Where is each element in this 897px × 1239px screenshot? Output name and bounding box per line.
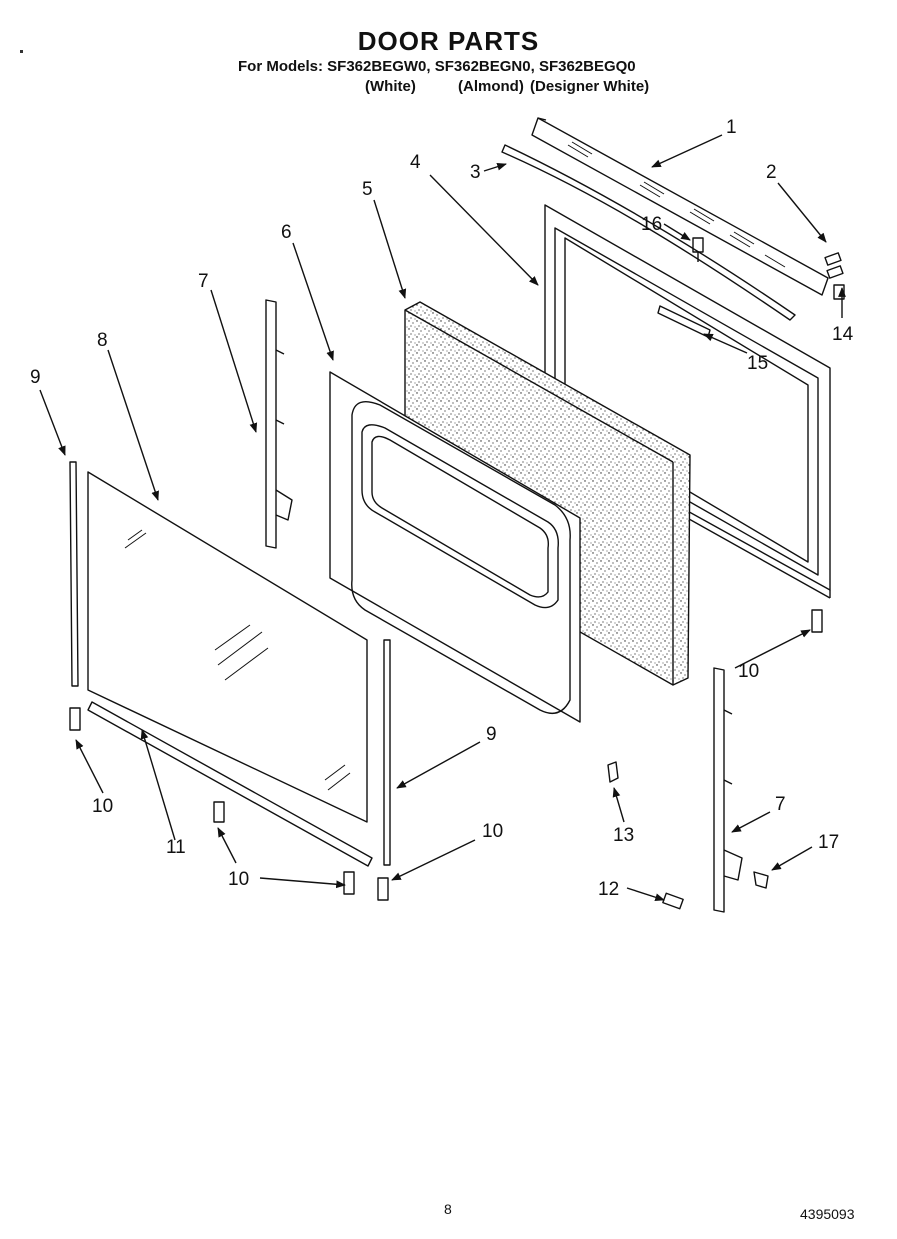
color-white: (White) bbox=[365, 78, 416, 95]
model-white: SF362BEGW0, bbox=[327, 58, 431, 75]
part-9-side-strip-left bbox=[69, 461, 79, 687]
part-1-vent-trim bbox=[531, 117, 829, 296]
callout-5: 5 bbox=[362, 179, 373, 200]
color-designer-white: (Designer White) bbox=[530, 78, 650, 95]
part-11-bottom-strip bbox=[87, 701, 373, 867]
model-designer-white: SF362BEGQ0 bbox=[538, 58, 636, 75]
callout-9-right: 9 bbox=[486, 724, 497, 745]
callout-3: 3 bbox=[470, 162, 481, 183]
callout-10-center: 10 bbox=[482, 821, 503, 842]
part-16-screw bbox=[692, 237, 704, 262]
drawing-code: 4395093 bbox=[800, 1206, 855, 1222]
callout-8: 8 bbox=[97, 330, 108, 351]
callout-17: 17 bbox=[818, 832, 839, 853]
part-13-clip bbox=[607, 761, 619, 783]
callout-6: 6 bbox=[281, 222, 292, 243]
callout-9-left: 9 bbox=[30, 367, 41, 388]
callout-15: 15 bbox=[747, 353, 768, 374]
page-number: 8 bbox=[444, 1201, 452, 1217]
part-8-glass-panel bbox=[87, 471, 368, 823]
part-6-window-frame bbox=[329, 371, 581, 723]
models-prefix: For Models: bbox=[238, 58, 323, 75]
leader-lines bbox=[39, 134, 846, 902]
callout-10-right-top: 10 bbox=[738, 661, 759, 682]
callout-labels: 1 2 3 4 5 6 7 7 8 9 9 10 10 10 10 11 12 … bbox=[30, 117, 854, 900]
callout-10-left: 10 bbox=[92, 796, 113, 817]
callout-13: 13 bbox=[613, 825, 634, 846]
part-3-trim-strip bbox=[501, 144, 796, 321]
part-17-clip bbox=[753, 871, 769, 889]
part-7-hinge-channel-right bbox=[713, 667, 743, 913]
speck-mark bbox=[20, 50, 23, 53]
callout-7-left: 7 bbox=[198, 271, 209, 292]
callout-2: 2 bbox=[766, 162, 777, 183]
callout-11: 11 bbox=[166, 837, 186, 858]
part-10-screws bbox=[69, 609, 823, 901]
part-9-side-strip-right bbox=[383, 639, 391, 866]
part-2-screws bbox=[824, 252, 844, 279]
part-4-inner-door bbox=[544, 204, 831, 599]
callout-4: 4 bbox=[410, 152, 421, 173]
color-almond: (Almond) bbox=[458, 78, 524, 95]
page-title: DOOR PARTS bbox=[357, 26, 540, 56]
callout-14: 14 bbox=[832, 324, 854, 345]
part-12-screw bbox=[662, 892, 684, 910]
models-line: For Models: SF362BEGW0, SF362BEGN0, SF36… bbox=[238, 58, 636, 75]
part-7-hinge-channel-left bbox=[265, 299, 293, 549]
callout-1: 1 bbox=[726, 117, 737, 138]
model-almond: SF362BEGN0, bbox=[434, 58, 535, 75]
callout-12: 12 bbox=[598, 879, 619, 900]
callout-10-bottom: 10 bbox=[228, 869, 249, 890]
callout-7-right: 7 bbox=[775, 794, 786, 815]
callout-16: 16 bbox=[641, 214, 662, 235]
